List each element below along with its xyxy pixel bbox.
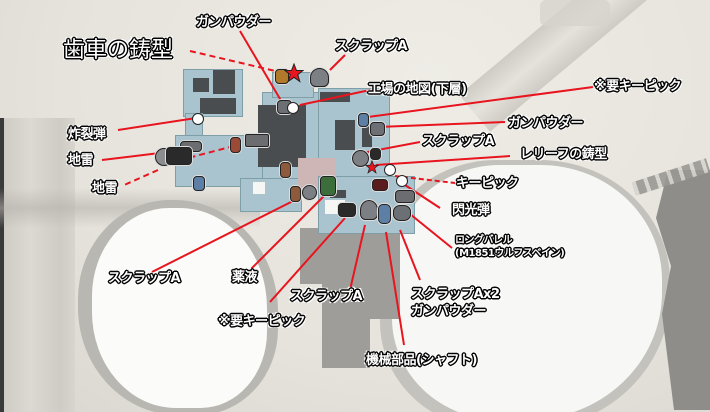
star-key-item-icon[interactable] [365, 160, 379, 174]
herb-icon[interactable] [290, 186, 301, 202]
label-factory-map: 工場の地図(下層) [368, 82, 467, 97]
star-key-item-icon[interactable] [284, 63, 304, 83]
label-scrap-bottom: スクラップA [290, 289, 363, 304]
map-document-icon[interactable] [166, 147, 192, 165]
herb-icon[interactable] [280, 162, 291, 178]
label-lockpick: キーピック [456, 176, 519, 191]
pistol-icon[interactable] [395, 190, 415, 203]
label-long-barrel-model: (M1851ウルフスベイン) [455, 248, 565, 259]
label-gunpowder-right: ガンパウダー [508, 116, 584, 131]
waypoint-dot-icon[interactable] [192, 113, 204, 125]
label-gunpowder-top: ガンパウダー [196, 15, 272, 30]
gunpowder-icon[interactable] [370, 122, 385, 136]
wall [193, 78, 209, 92]
scrap-icon[interactable] [310, 68, 329, 87]
scrap-icon[interactable] [360, 200, 378, 220]
label-needs-lockpick-bottom: ※要キーピック [218, 314, 306, 329]
waypoint-dot-icon[interactable] [396, 175, 408, 187]
waypoint-dot-icon[interactable] [287, 102, 299, 114]
label-medicine: 薬液 [232, 270, 258, 285]
label-needs-lockpick-right: ※要キーピック [594, 79, 682, 94]
scrap-icon[interactable] [352, 150, 369, 167]
label-scrap-left: スクラップA [108, 271, 181, 286]
label-long-barrel: ロングバレル [455, 235, 513, 246]
label-scrap-x2-gunpowder: ガンパウダー [411, 304, 487, 319]
label-scrap-x2: スクラップAx2 [411, 287, 500, 302]
gunpowder-icon[interactable] [393, 205, 411, 221]
label-relief-mold: レリーフの鋳型 [520, 147, 607, 162]
flashbang-icon[interactable] [358, 113, 369, 127]
label-scrap-top: スクラップA [335, 39, 408, 54]
wall [200, 98, 236, 114]
label-machine-part: 機械部品(シャフト) [366, 353, 477, 368]
wall [330, 190, 346, 198]
map-document-icon[interactable] [372, 179, 388, 191]
pistol-icon[interactable] [245, 134, 269, 147]
label-gear-mold: 歯車の鋳型 [63, 38, 174, 63]
terrain-corridor-end [540, 0, 610, 26]
label-explosive-rounds: 炸裂弾 [68, 127, 106, 142]
herb-icon[interactable] [230, 137, 241, 153]
map-document-icon[interactable] [370, 148, 381, 160]
label-mine-1: 地雷 [68, 153, 94, 168]
flashbang-icon[interactable] [378, 204, 391, 224]
wall [335, 120, 355, 150]
document-icon[interactable] [275, 69, 289, 84]
label-mine-2: 地雷 [92, 181, 118, 196]
floor-gap [253, 182, 265, 194]
medicine-icon[interactable] [320, 176, 336, 196]
wall [213, 70, 235, 94]
label-flashbang: 閃光弾 [452, 203, 490, 218]
wall [362, 125, 372, 147]
label-scrap-right: スクラップA [422, 134, 495, 149]
map-document-icon[interactable] [338, 203, 356, 217]
waypoint-dot-icon[interactable] [384, 164, 396, 176]
terrain-left-pool [92, 208, 267, 408]
scrap-icon[interactable] [302, 185, 317, 200]
terrain-left-band [0, 118, 75, 412]
flashbang-icon[interactable] [193, 176, 205, 191]
